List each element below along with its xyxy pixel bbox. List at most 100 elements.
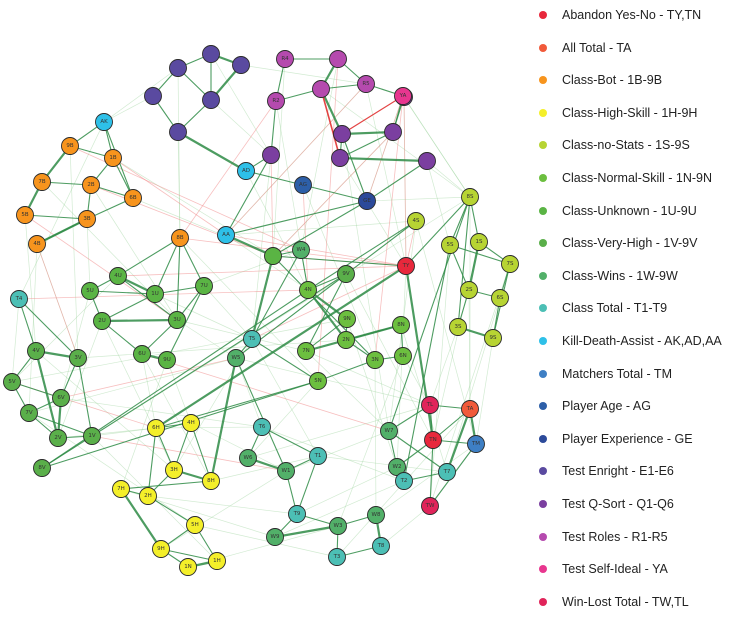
graph-node: T4 bbox=[10, 290, 28, 308]
node-circle bbox=[262, 146, 280, 164]
edge-negative bbox=[270, 154, 274, 257]
legend-label: Kill-Death-Assist - AK,AD,AA bbox=[562, 334, 722, 348]
graph-node: W9 bbox=[266, 528, 284, 546]
edge bbox=[34, 349, 60, 440]
graph-node: T3 bbox=[328, 548, 346, 566]
graph-node bbox=[333, 125, 351, 143]
node-circle bbox=[147, 419, 165, 437]
edge-faint bbox=[240, 64, 367, 85]
legend-item: Player Experience - GE bbox=[534, 429, 748, 449]
edge-faint bbox=[155, 426, 263, 429]
edge bbox=[18, 298, 37, 352]
legend-dot-icon bbox=[539, 304, 547, 313]
graph-node: YA bbox=[394, 87, 412, 105]
graph-node: W8 bbox=[367, 506, 385, 524]
graph-node bbox=[331, 149, 349, 167]
node-circle bbox=[109, 267, 127, 285]
node-circle bbox=[267, 92, 285, 110]
edge-faint bbox=[305, 350, 431, 406]
edge-negative bbox=[272, 131, 394, 257]
legend-label: Player Experience - GE bbox=[562, 431, 693, 446]
legend-label: All Total - TA bbox=[562, 40, 632, 55]
node-circle bbox=[227, 349, 245, 367]
graph-node: 9H bbox=[152, 540, 170, 558]
edge-faint bbox=[60, 290, 91, 399]
legend-label: Class-Bot - 1B-9B bbox=[562, 73, 663, 88]
edge-faint bbox=[147, 495, 298, 515]
node-circle bbox=[329, 50, 347, 68]
legend-label: Win-Lost Total - TW,TL bbox=[562, 594, 689, 609]
node-circle bbox=[367, 506, 385, 524]
edge bbox=[176, 130, 248, 173]
legend-label: Class-Wins - 1W-9W bbox=[562, 268, 678, 283]
edge-faint bbox=[403, 96, 471, 198]
graph-node: 4V bbox=[27, 342, 45, 360]
graph-node: 5H bbox=[186, 516, 204, 534]
node-circle bbox=[380, 422, 398, 440]
node-circle bbox=[264, 247, 282, 265]
legend-dot-icon bbox=[539, 271, 547, 280]
edge-negative bbox=[320, 88, 341, 159]
node-circle bbox=[441, 236, 459, 254]
edge-faint bbox=[210, 455, 319, 482]
edge-faint bbox=[337, 355, 404, 527]
edge bbox=[317, 359, 376, 382]
graph-node: 4H bbox=[182, 414, 200, 432]
edge bbox=[89, 290, 156, 295]
edge bbox=[457, 196, 471, 328]
graph-node: T9 bbox=[288, 505, 306, 523]
edge-faint bbox=[103, 95, 154, 123]
node-circle bbox=[168, 311, 186, 329]
node-circle bbox=[28, 235, 46, 253]
edge bbox=[261, 426, 319, 457]
legend-item: Matchers Total - TM bbox=[534, 364, 748, 384]
edge bbox=[101, 293, 156, 322]
edge bbox=[28, 412, 93, 437]
graph-node: R5 bbox=[357, 75, 375, 93]
edge-faint bbox=[468, 289, 471, 410]
graph-node: AK bbox=[95, 113, 113, 131]
graph-node: 6B bbox=[124, 189, 142, 207]
edge-faint bbox=[203, 285, 253, 340]
edge bbox=[250, 254, 275, 341]
graph-node: 1N bbox=[179, 558, 197, 576]
node-circle bbox=[331, 149, 349, 167]
graph-node: 8B bbox=[171, 229, 189, 247]
edge-faint bbox=[210, 99, 272, 156]
legend-dot-icon bbox=[539, 434, 547, 443]
legend-item: Class-Unknown - 1U-9U bbox=[534, 201, 748, 221]
node-circle bbox=[266, 528, 284, 546]
edge-faint bbox=[305, 350, 390, 432]
edge-faint bbox=[296, 466, 398, 515]
edge bbox=[155, 380, 319, 429]
node-circle bbox=[276, 50, 294, 68]
edge bbox=[209, 356, 238, 483]
edge bbox=[345, 324, 402, 341]
graph-node: TW bbox=[421, 497, 439, 515]
edge-negative bbox=[317, 58, 339, 382]
edge-faint bbox=[426, 160, 451, 246]
legend-item: Abandon Yes-No - TY,TN bbox=[534, 5, 748, 25]
legend-label: Matchers Total - TM bbox=[562, 366, 672, 381]
node-circle bbox=[358, 192, 376, 210]
node-circle bbox=[294, 176, 312, 194]
graph-node: T5 bbox=[243, 330, 261, 348]
graph-node: 2S bbox=[460, 281, 478, 299]
edge-faint bbox=[177, 67, 181, 239]
edge-faint bbox=[245, 170, 309, 291]
graph-node: 8S bbox=[461, 188, 479, 206]
legend-item: Class-Wins - 1W-9W bbox=[534, 266, 748, 286]
graph-node: W7 bbox=[380, 422, 398, 440]
graph-node: T6 bbox=[253, 418, 271, 436]
edge bbox=[160, 548, 218, 562]
edge-faint bbox=[166, 359, 192, 424]
node-circle bbox=[186, 516, 204, 534]
edge-faint bbox=[274, 480, 405, 538]
edge bbox=[388, 196, 471, 432]
graph-node: W3 bbox=[329, 517, 347, 535]
edge bbox=[338, 156, 429, 163]
node-circle bbox=[484, 329, 502, 347]
node-circle bbox=[357, 75, 375, 93]
node-circle bbox=[338, 310, 356, 328]
graph-node: 1U bbox=[146, 285, 164, 303]
